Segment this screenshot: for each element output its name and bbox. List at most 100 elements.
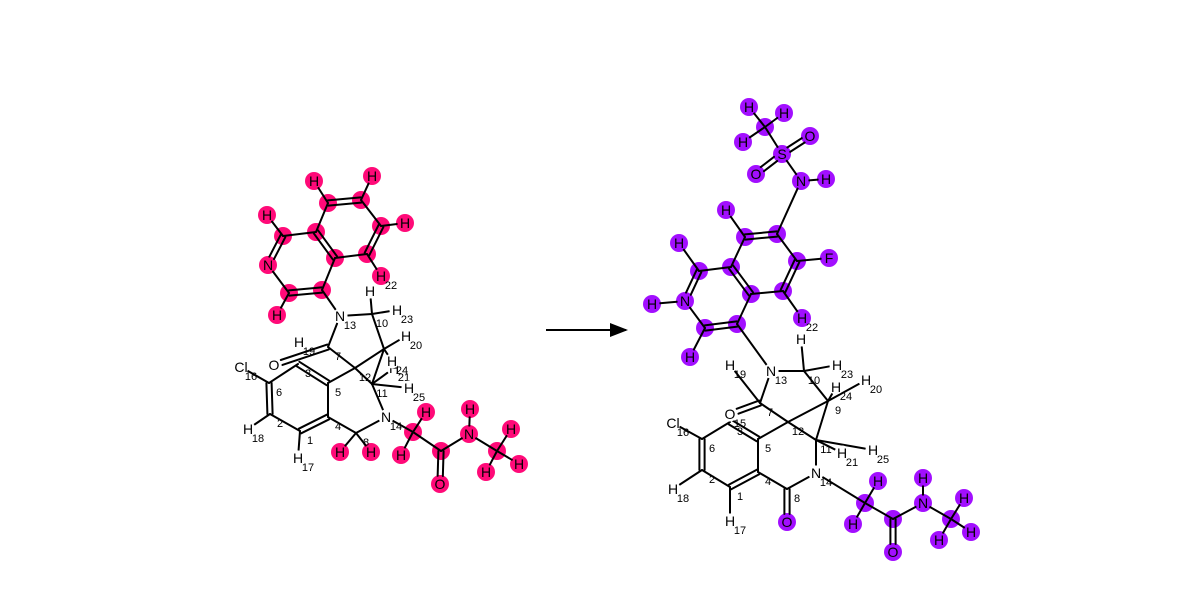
product-atom-number: 6 <box>709 443 715 455</box>
reactant-atom-label: H <box>400 215 410 231</box>
reactant-atom-label-bg <box>393 447 409 463</box>
product-atom-label: H <box>779 105 789 121</box>
reactant-atom-label: O <box>435 476 446 492</box>
product-atom-label-bg <box>722 406 738 422</box>
product-bond <box>701 421 731 440</box>
reactant-atom-number: 14 <box>390 421 402 433</box>
reactant-atom-number: 2 <box>277 418 283 430</box>
product-bond-double <box>744 235 779 241</box>
product-atom-label-bg <box>963 524 979 540</box>
reactant-atom-label: H <box>365 283 375 299</box>
reactant-atom-label: N <box>381 409 391 425</box>
product-atom-label: H <box>725 357 735 373</box>
reactant-atom-label: H <box>309 173 319 189</box>
reactant-bond <box>321 257 336 291</box>
product-bond <box>701 469 731 488</box>
reactant-bond <box>360 182 370 201</box>
reactant-atom-label-bg <box>378 409 394 425</box>
product-atom-number: 3 <box>737 426 743 438</box>
product-atom-label: H <box>868 442 878 458</box>
product-bond <box>776 187 799 235</box>
product-atom-label-bg <box>671 235 687 251</box>
product-bond <box>682 248 700 272</box>
reactant-bond <box>246 369 270 384</box>
reactant-bond-double <box>298 360 331 382</box>
product-atom-label-bg <box>677 293 693 309</box>
product-atom-label: H <box>832 357 842 373</box>
reactant-bond <box>354 367 373 385</box>
product-atom-label-bg <box>718 202 734 218</box>
product-atom-number: 8 <box>794 493 800 505</box>
product-atom-label-bg <box>858 372 874 388</box>
product-atom-label: O <box>805 128 816 144</box>
product-atom-label: H <box>837 445 847 461</box>
reactant-atom-label: H <box>514 456 524 472</box>
product-bond <box>730 236 746 268</box>
reactant-bond <box>371 383 403 389</box>
reactant-bond <box>383 339 401 350</box>
reactant-bond <box>282 231 317 237</box>
product-atom-number: 24 <box>840 391 852 403</box>
product-bond <box>796 257 823 262</box>
product-bond <box>803 365 831 372</box>
reactant-bond <box>279 292 290 309</box>
product-bond <box>827 382 860 402</box>
product-atom-label-bg <box>931 532 947 548</box>
reactant-atom-label: H <box>465 401 475 417</box>
reactant-bond <box>474 437 498 452</box>
reactant-bond <box>360 199 382 227</box>
product-bond <box>941 518 952 535</box>
reactant-bond <box>268 363 299 384</box>
reactant-atom-number: 18 <box>252 433 264 445</box>
reactant-bond <box>496 450 514 461</box>
product-atom-label: H <box>831 379 841 395</box>
reactant-atom-label: H <box>376 268 386 284</box>
product-atom-label-bg <box>829 357 845 373</box>
product-bond <box>757 471 788 490</box>
reactant-bond <box>371 310 391 315</box>
product-bond <box>827 392 834 402</box>
reactant-atom-number: 17 <box>302 462 314 474</box>
product-bond <box>815 439 867 450</box>
product-bond <box>759 377 770 404</box>
product-bond-double <box>743 230 778 236</box>
product-bond-double <box>727 267 750 297</box>
product-atom-number: 15 <box>734 418 746 430</box>
product-atom-number: 7 <box>767 407 773 419</box>
reactant-bond <box>366 253 378 271</box>
reactant-bond <box>383 348 389 356</box>
reactant-bond <box>371 313 385 350</box>
reactant-atom-label-bg <box>332 444 348 460</box>
product-atom-label-bg <box>870 473 886 489</box>
reactant-atom-label: O <box>269 357 280 373</box>
product-atom-label: H <box>674 235 684 251</box>
reactant-atom-label-bg <box>511 456 527 472</box>
product-bond <box>692 327 706 351</box>
product-bond <box>736 293 752 325</box>
reactant-atom-number: 8 <box>363 437 369 449</box>
product-atom-label-bg <box>776 105 792 121</box>
product-atom-label: H <box>668 481 678 497</box>
product-atom-number: 20 <box>870 384 882 396</box>
product-bond <box>782 290 799 313</box>
reactant-atom-label: H <box>401 328 411 344</box>
product-atom-number: 13 <box>775 375 787 387</box>
reactant-bond <box>327 367 356 384</box>
reactant-atom-label-bg <box>478 464 494 480</box>
reactant-bond-double <box>312 232 334 261</box>
product-atom-label: H <box>966 524 976 540</box>
product-atom-number: 18 <box>677 493 689 505</box>
product-bond-double <box>759 155 776 169</box>
product-atom-label: N <box>796 173 806 189</box>
reactant-bond <box>270 220 284 237</box>
product-atom-label: H <box>685 349 695 365</box>
product-bond <box>688 306 706 329</box>
reactant-bond <box>315 202 329 233</box>
product-bond <box>786 475 810 490</box>
product-atom-number: 10 <box>808 375 820 387</box>
reactant-atom-number: 23 <box>401 314 413 326</box>
reactant-atom-label: H <box>366 444 376 460</box>
product-atom-label: Cl <box>666 415 679 431</box>
